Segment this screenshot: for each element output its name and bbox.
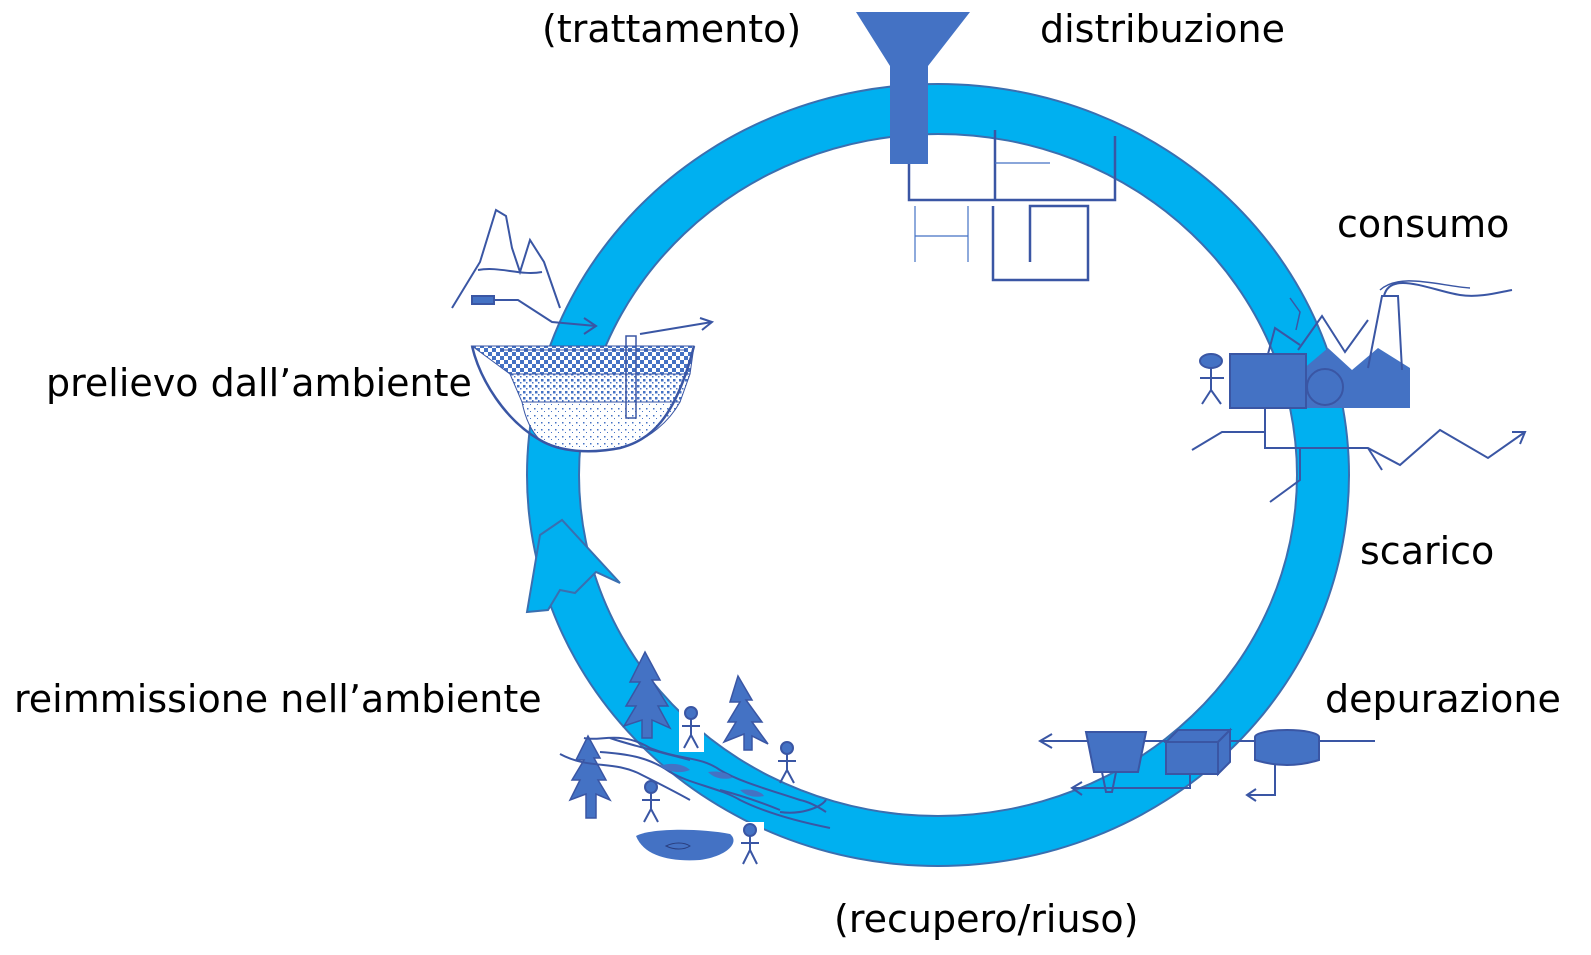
stage-label-distribuzione: distribuzione xyxy=(1040,7,1285,51)
consumer-person-icon xyxy=(1199,353,1224,405)
purification-plant-icon xyxy=(1038,727,1375,802)
stage-label-trattamento: (trattamento) xyxy=(542,7,802,51)
river-water-icon xyxy=(660,763,764,797)
people-icon xyxy=(642,704,796,868)
treatment-funnel-icon xyxy=(856,12,970,164)
stage-label-recupero: (recupero/riuso) xyxy=(834,897,1139,941)
cycle-direction-arrow-icon xyxy=(525,518,621,614)
stage-label-prelievo: prelievo dall’ambiente xyxy=(46,361,472,405)
tree-icon xyxy=(568,650,769,819)
stage-label-consumo: consumo xyxy=(1337,202,1510,246)
lake-icon xyxy=(636,829,734,861)
distribution-network-icon xyxy=(907,130,1117,282)
mountain-icon xyxy=(451,208,561,309)
stream-arrow-icon xyxy=(471,295,715,335)
aquifer-basin-icon xyxy=(470,335,696,453)
stage-label-depurazione: depurazione xyxy=(1325,677,1561,721)
stage-label-scarico: scarico xyxy=(1360,529,1495,573)
factory-icon xyxy=(1229,280,1513,409)
stage-label-reimmissione: reimmissione nell’ambiente xyxy=(14,677,542,721)
river-icon xyxy=(559,736,831,829)
cycle-ring xyxy=(526,83,1350,867)
discharge-lines-icon xyxy=(1191,408,1527,503)
